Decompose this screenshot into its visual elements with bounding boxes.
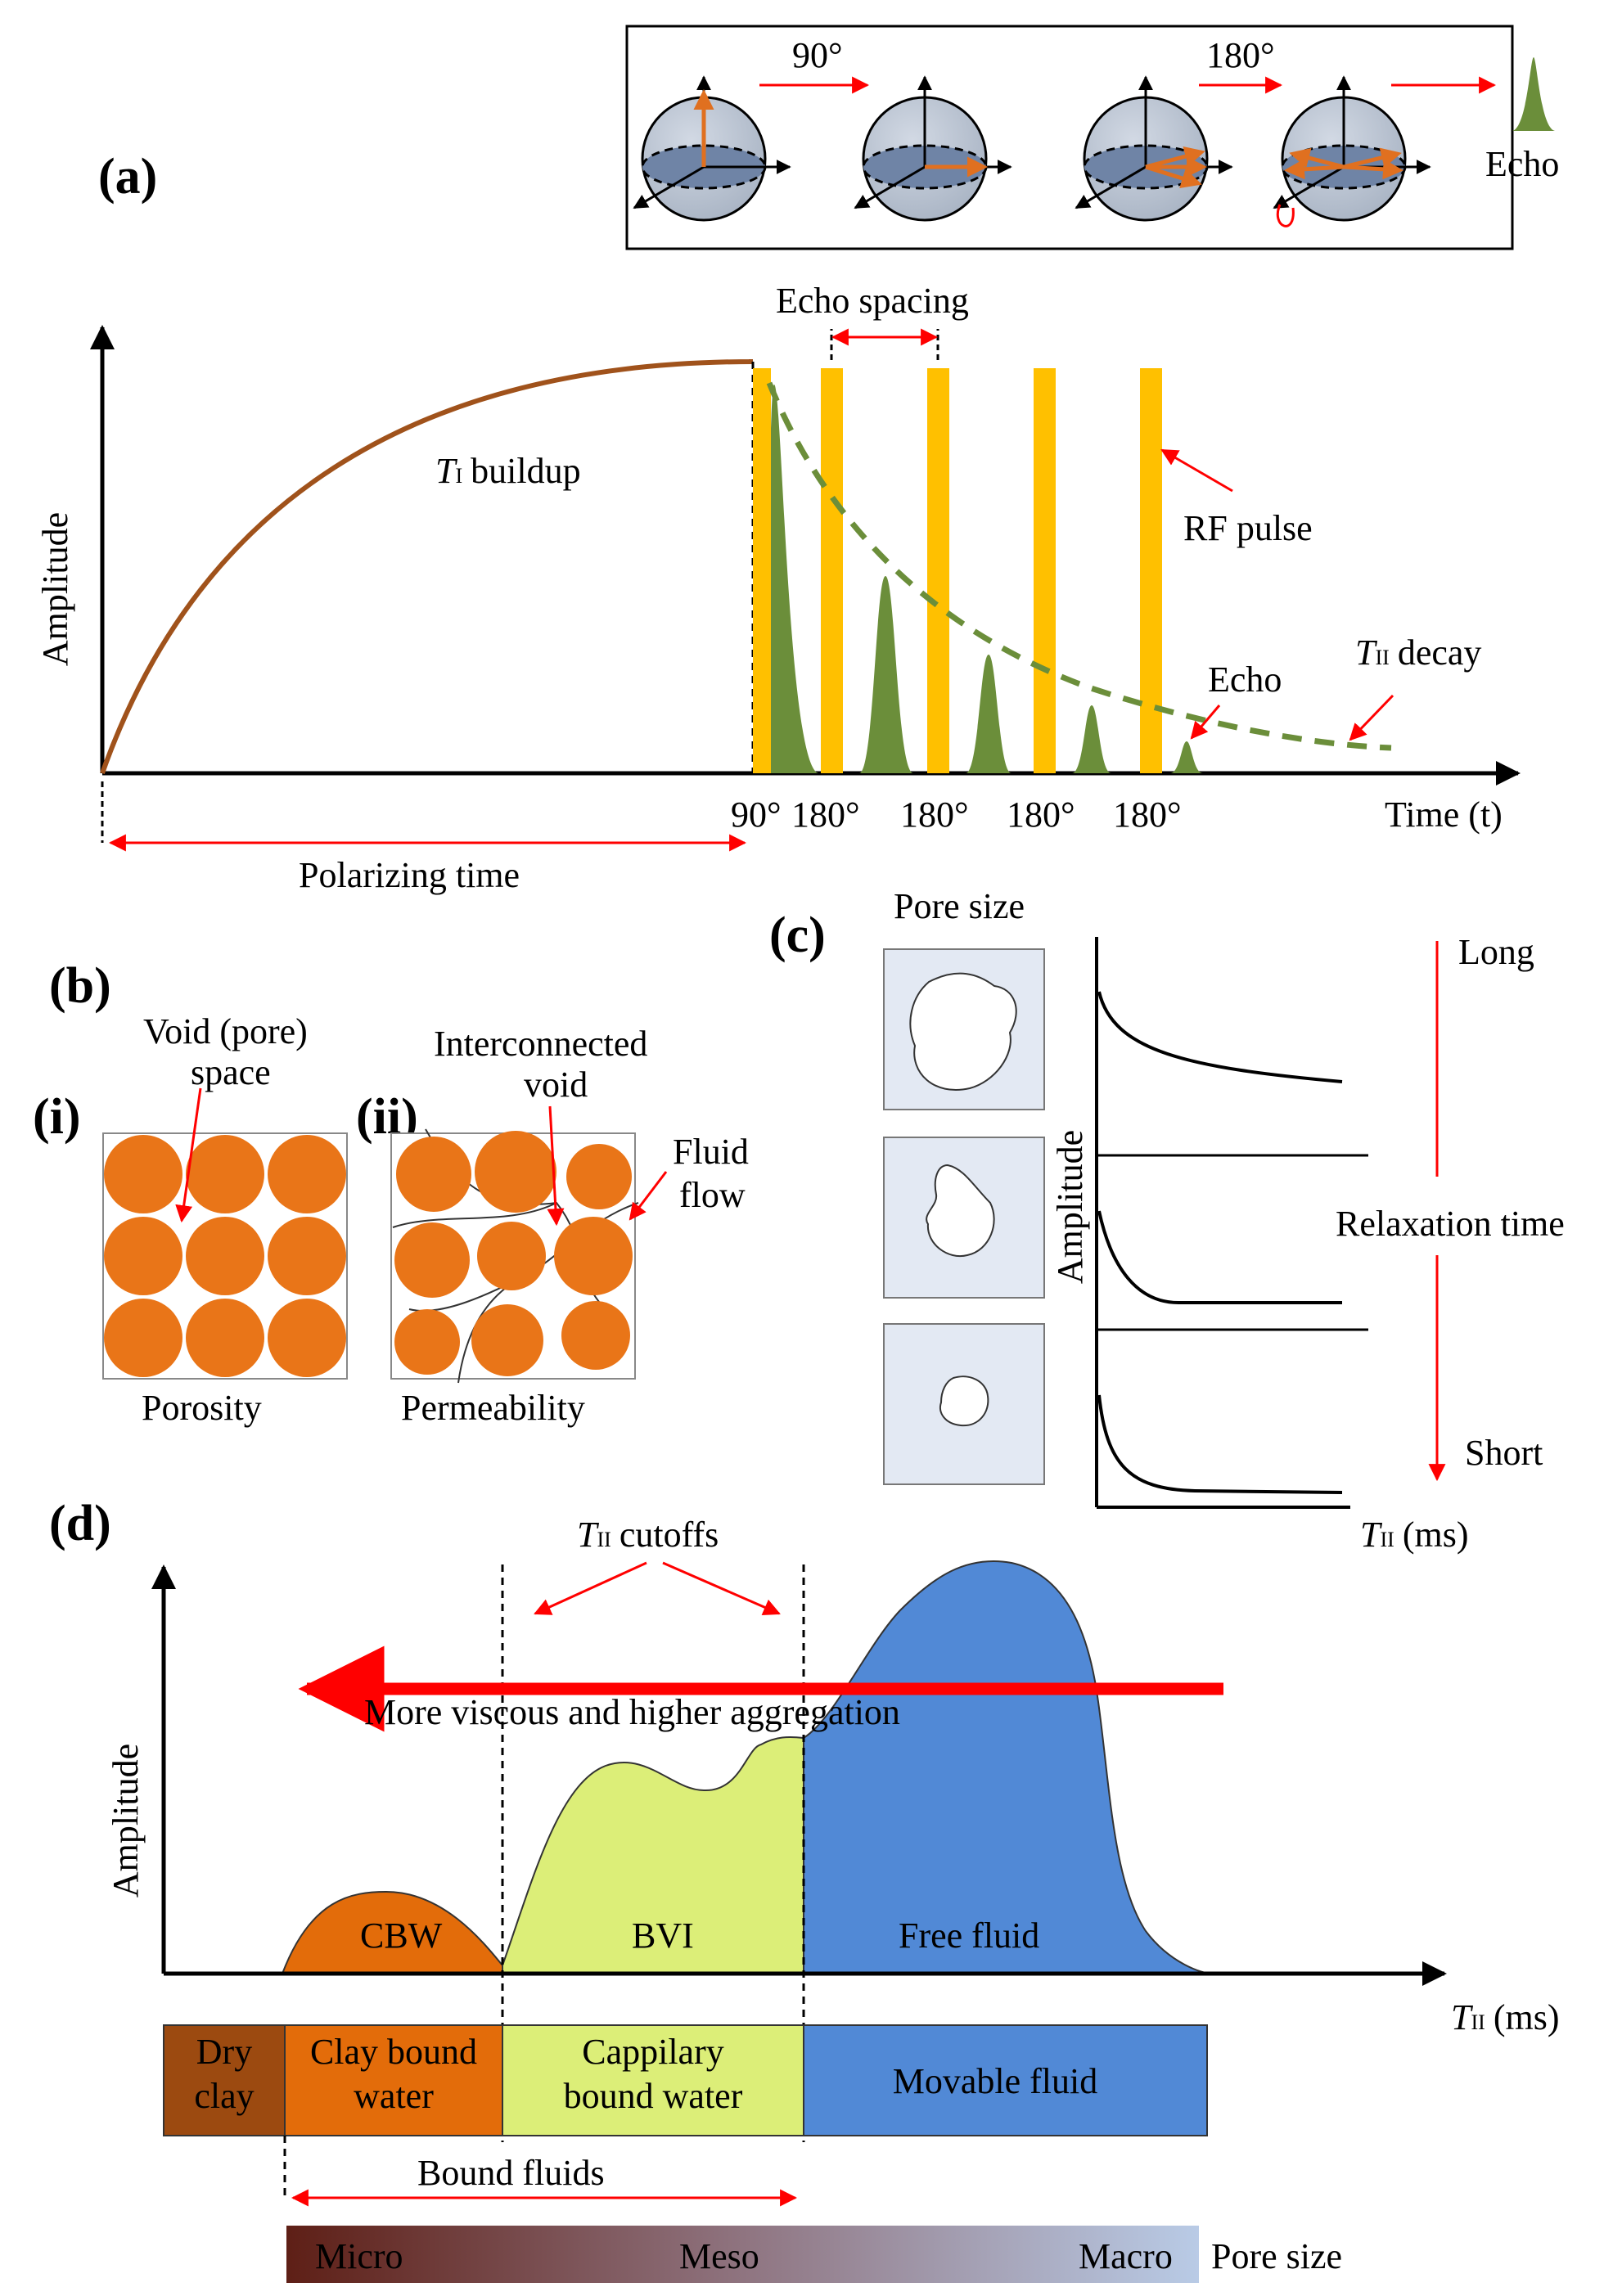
porosity-pack xyxy=(102,1132,348,1380)
long-label: Long xyxy=(1458,932,1534,972)
echo-peak-5 xyxy=(1170,741,1203,773)
pulse-180-label-1: 180° xyxy=(791,795,860,835)
rf-pulse-180-1 xyxy=(821,368,843,773)
panel-d-label: (d) xyxy=(49,1496,111,1551)
rf-pulse-pointer xyxy=(1160,448,1233,493)
spin-sphere-3 xyxy=(1076,77,1232,220)
rf-pulse-180-2 xyxy=(927,368,949,773)
spin-sequence-box: 90° 180° Echo xyxy=(625,25,1559,250)
movable-segment xyxy=(803,2024,1208,2136)
panel-c-label: (c) xyxy=(769,907,826,963)
rf-pulse-90 xyxy=(753,368,771,773)
pore-size-scale-label: Pore size xyxy=(1211,2236,1342,2276)
pulse-90-label: 90° xyxy=(731,795,782,835)
pulse-180-label-3: 180° xyxy=(1007,795,1075,835)
cutoff-pointer-1 xyxy=(534,1561,647,1615)
decay-curve-short xyxy=(1097,1394,1343,1494)
rf-pulse-180-3 xyxy=(1034,368,1056,773)
fluid-pointer xyxy=(629,1171,668,1221)
void-label-1: Void (pore) xyxy=(143,1011,308,1051)
panel-b-i: (i) xyxy=(33,1089,81,1145)
echo-spacing-label: Echo spacing xyxy=(776,281,969,321)
c-ylabel: Amplitude xyxy=(1050,1130,1090,1284)
flip-90-label: 90° xyxy=(792,35,843,75)
decay-curve-long xyxy=(1097,991,1343,1083)
echo-pointer xyxy=(1190,705,1221,740)
relaxation-label: Relaxation time xyxy=(1336,1204,1565,1244)
spin-sphere-2 xyxy=(855,77,1011,220)
rf-pulse-label: RF pulse xyxy=(1183,508,1313,548)
clay-bound-label-2: water xyxy=(354,2076,434,2116)
echo-label: Echo xyxy=(1208,660,1282,700)
short-label: Short xyxy=(1465,1433,1543,1473)
cbw-peak xyxy=(281,1890,503,1974)
bvi-peak xyxy=(502,1736,804,1974)
movable-label: Movable fluid xyxy=(893,2061,1098,2101)
d-ylabel: Amplitude xyxy=(106,1744,146,1898)
free-fluid-label: Free fluid xyxy=(899,1916,1039,1956)
d-xlabel: TII(ms) xyxy=(1451,1997,1559,2037)
rf-pulse-180-4 xyxy=(1140,368,1162,773)
dry-clay-label-2: clay xyxy=(194,2076,254,2116)
micro-label: Micro xyxy=(315,2236,403,2276)
decay-curve-medium xyxy=(1097,1210,1342,1304)
dry-clay-segment xyxy=(163,2024,286,2136)
void-label-2: space xyxy=(191,1052,271,1092)
free-fluid-peak xyxy=(803,1560,1212,1974)
macro-label: Macro xyxy=(1079,2236,1173,2276)
permeability-pack xyxy=(390,1128,639,1384)
fluid-label-1: Fluid xyxy=(673,1132,749,1172)
pulse-180-label-2: 180° xyxy=(900,795,969,835)
inter-pointer xyxy=(547,1105,565,1227)
spin-sphere-4 xyxy=(1274,77,1430,227)
capillary-segment xyxy=(502,2024,804,2136)
clay-bound-segment xyxy=(284,2024,503,2136)
bound-fluids-label: Bound fluids xyxy=(417,2153,605,2193)
meso-label: Meso xyxy=(679,2236,759,2276)
panel-b-label: (b) xyxy=(49,958,111,1014)
echo-peak-3 xyxy=(966,655,1011,773)
viscous-label: More viscous and higher aggregation xyxy=(364,1692,900,1732)
echo-peak-4 xyxy=(1072,705,1111,773)
capillary-label-2: bound water xyxy=(564,2076,743,2116)
flip-180-label: 180° xyxy=(1206,35,1275,75)
void-pointer xyxy=(175,1087,202,1223)
t2-decay-envelope xyxy=(766,381,1392,751)
echo-icon xyxy=(1512,57,1555,131)
fluid-label-2: flow xyxy=(679,1175,746,1215)
polarizing-label: Polarizing time xyxy=(299,855,520,895)
inter-label-1: Interconnected xyxy=(434,1024,647,1064)
panel-a-label: (a) xyxy=(98,149,157,205)
capillary-label-1: Cappilary xyxy=(582,2032,724,2072)
echo-icon-label: Echo xyxy=(1485,144,1559,184)
pulse-180-label-4: 180° xyxy=(1113,795,1182,835)
t2-decay-pointer xyxy=(1349,694,1394,741)
porosity-label: Porosity xyxy=(142,1388,262,1428)
cutoff-pointer-2 xyxy=(662,1561,781,1616)
cbw-label: CBW xyxy=(360,1916,443,1956)
inter-label-2: void xyxy=(524,1065,588,1105)
a-xlabel: Time (t) xyxy=(1385,795,1503,835)
c-xlabel: TII(ms) xyxy=(1360,1515,1468,1555)
dry-clay-label-1: Dry xyxy=(196,2032,252,2072)
panel-b: (b) (i) (ii) Void (pore) space Interconn… xyxy=(33,958,749,1428)
permeability-label: Permeability xyxy=(401,1388,585,1428)
clay-bound-label-1: Clay bound xyxy=(310,2032,477,2072)
pore-size-gradient xyxy=(286,2226,1199,2283)
pore-size-label: Pore size xyxy=(894,886,1025,926)
spin-sphere-1 xyxy=(634,77,790,220)
echo-peak-2 xyxy=(859,576,913,773)
t1-buildup-curve xyxy=(100,359,754,775)
a-ylabel: Amplitude xyxy=(35,512,75,666)
panel-c: (c) Pore size Amplitude Long Relaxation … xyxy=(769,886,1565,1555)
bvi-label: BVI xyxy=(632,1916,694,1956)
